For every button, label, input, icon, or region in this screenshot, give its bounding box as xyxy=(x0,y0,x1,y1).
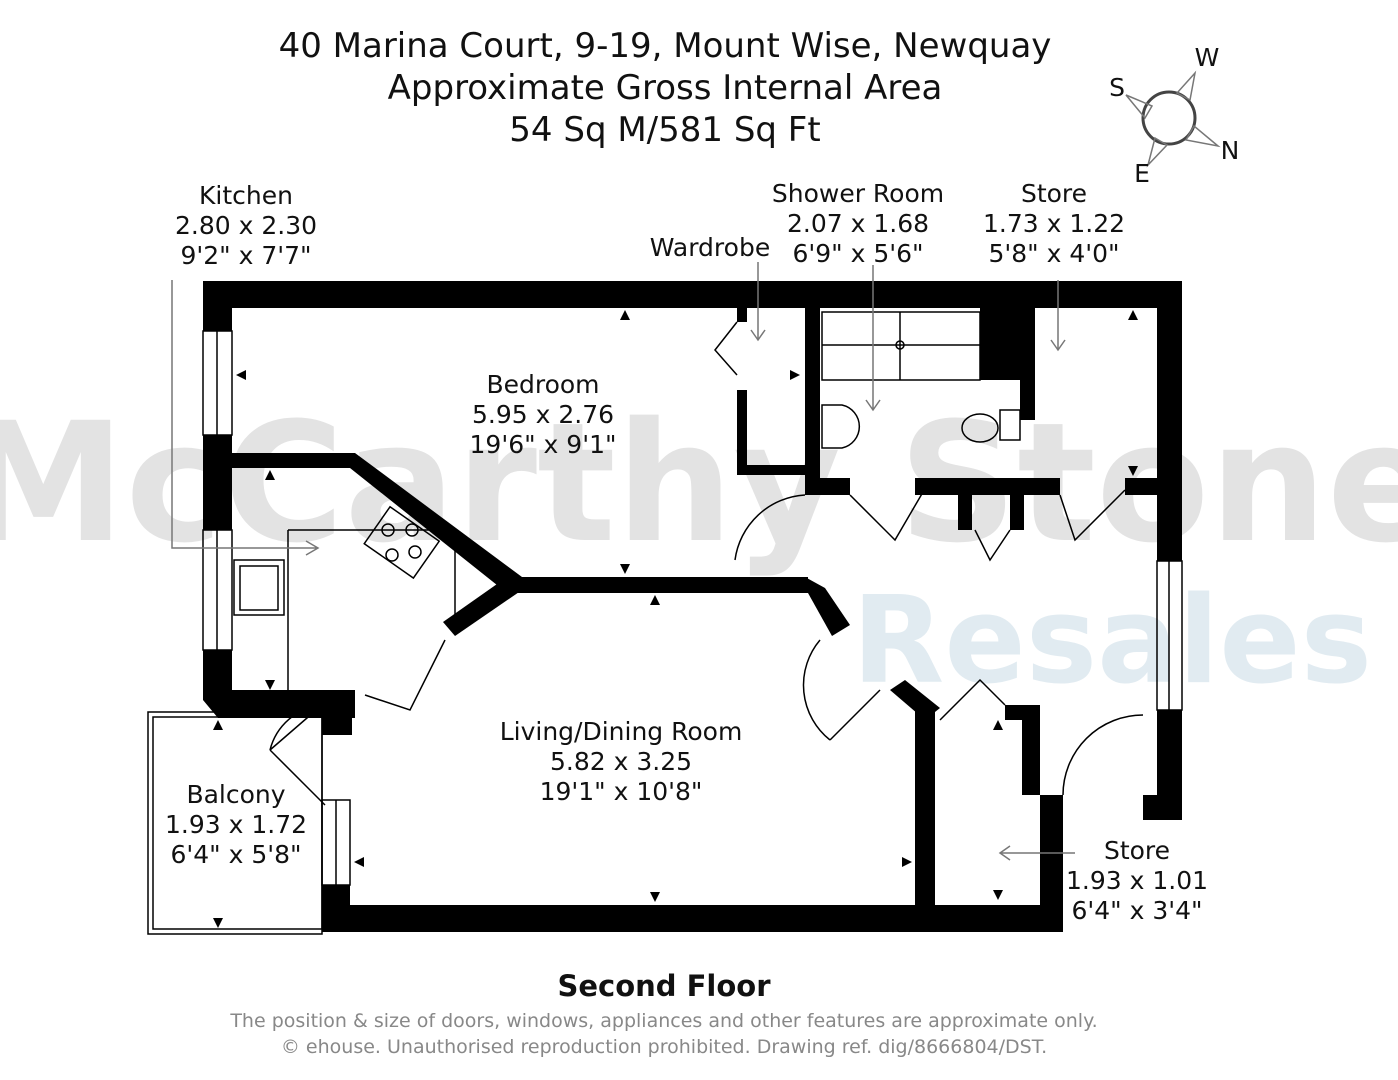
balcony-name: Balcony xyxy=(186,780,285,809)
basin-icon xyxy=(821,404,861,449)
compass-w: W xyxy=(1195,43,1220,72)
kitchen-worktop xyxy=(287,529,456,690)
living-metric: 5.82 x 3.25 xyxy=(550,747,692,776)
store-top-metric: 1.73 x 1.22 xyxy=(983,209,1125,238)
compass-n: N xyxy=(1221,136,1240,165)
dimension-ticks xyxy=(213,310,1138,928)
store-bottom-name: Store xyxy=(1104,836,1170,865)
shower-tray xyxy=(821,311,981,381)
toilet-icon xyxy=(961,409,1021,443)
leader-lines xyxy=(171,262,1075,861)
address-title: 40 Marina Court, 9-19, Mount Wise, Newqu… xyxy=(279,26,1052,66)
store-bottom-metric: 1.93 x 1.01 xyxy=(1066,866,1208,895)
wardrobe-name: Wardrobe xyxy=(650,233,770,262)
walls xyxy=(203,281,1182,932)
compass-s: S xyxy=(1109,73,1125,102)
doors xyxy=(269,321,1144,806)
kitchen-metric: 2.80 x 2.30 xyxy=(175,211,317,240)
area-subtitle: Approximate Gross Internal Area xyxy=(388,68,943,108)
balcony-imperial: 6'4" x 5'8" xyxy=(170,840,301,869)
living-name: Living/Dining Room xyxy=(500,717,743,746)
store-top-name: Store xyxy=(1021,179,1087,208)
watermark-resales: Resales xyxy=(852,572,1372,711)
bedroom-metric: 5.95 x 2.76 xyxy=(472,400,614,429)
kitchen-name: Kitchen xyxy=(199,181,293,210)
compass-icon: S W N E xyxy=(1109,43,1239,188)
bedroom-name: Bedroom xyxy=(486,370,599,399)
disclaimer: The position & size of doors, windows, a… xyxy=(229,1010,1097,1032)
shower-room-name: Shower Room xyxy=(772,179,944,208)
sink-icon xyxy=(233,559,285,616)
store-top-imperial: 5'8" x 4'0" xyxy=(988,239,1119,268)
area-value: 54 Sq M/581 Sq Ft xyxy=(509,110,820,150)
compass-e: E xyxy=(1134,159,1150,188)
copyright: © ehouse. Unauthorised reproduction proh… xyxy=(281,1036,1047,1058)
bedroom-imperial: 19'6" x 9'1" xyxy=(470,430,617,459)
store-bottom-imperial: 6'4" x 3'4" xyxy=(1071,896,1202,925)
shower-room-metric: 2.07 x 1.68 xyxy=(787,209,929,238)
floor-label: Second Floor xyxy=(557,969,771,1003)
balcony-metric: 1.93 x 1.72 xyxy=(165,810,307,839)
shower-room-imperial: 6'9" x 5'6" xyxy=(792,239,923,268)
living-imperial: 19'1" x 10'8" xyxy=(540,777,703,806)
kitchen-imperial: 9'2" x 7'7" xyxy=(180,241,311,270)
windows xyxy=(202,330,1183,886)
